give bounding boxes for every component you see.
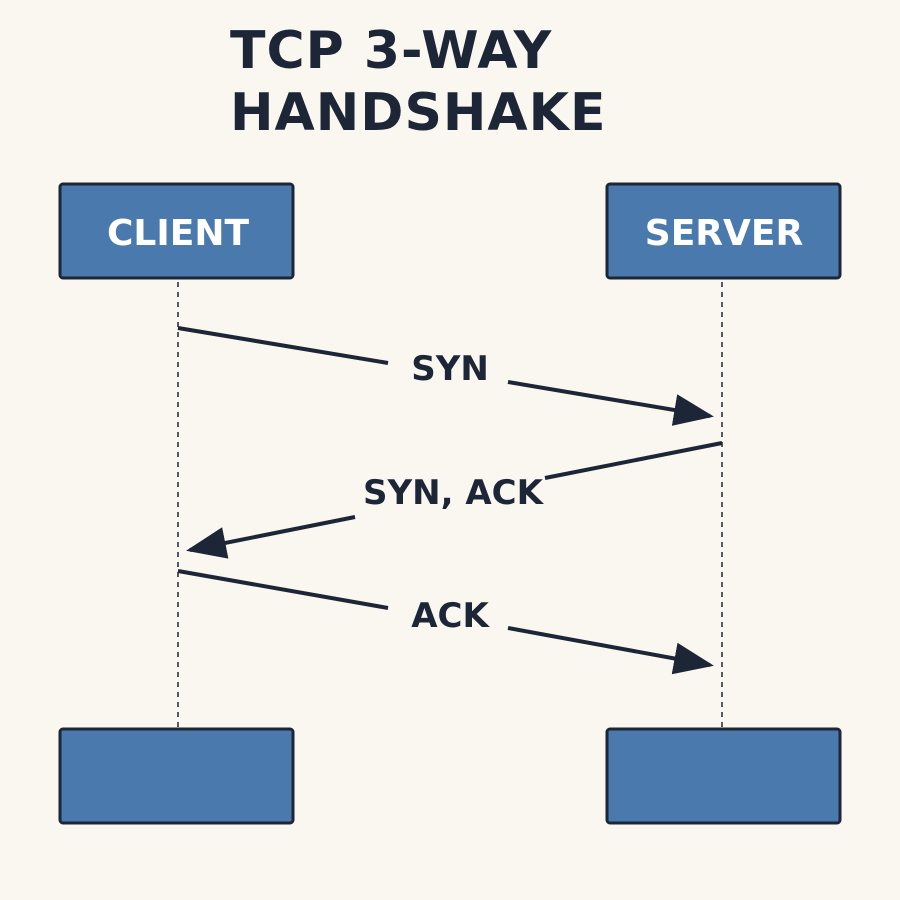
client-box-top: CLIENT xyxy=(58,182,295,280)
server-label: SERVER xyxy=(645,213,803,254)
diagram-title: TCP 3-WAY HANDSHAKE xyxy=(230,20,790,144)
syn-ack-arrow-segment-2 xyxy=(186,515,356,559)
message-syn: SYN xyxy=(177,326,714,426)
client-label: CLIENT xyxy=(107,213,249,254)
syn-label: SYN xyxy=(411,349,489,389)
ack-arrow-segment-1 xyxy=(177,569,389,610)
client-box-bottom xyxy=(58,727,295,825)
syn-ack-arrow-segment-1 xyxy=(544,441,723,480)
server-box-bottom xyxy=(605,727,842,825)
message-syn-ack: SYN, ACK xyxy=(186,441,723,559)
title-line-2: HANDSHAKE xyxy=(230,83,607,143)
title-line-1: TCP 3-WAY xyxy=(230,21,553,81)
ack-arrow-segment-2 xyxy=(507,626,714,675)
syn-arrow-segment-2 xyxy=(507,380,714,426)
server-box-top: SERVER xyxy=(605,182,842,280)
ack-label: ACK xyxy=(411,596,490,636)
syn-ack-label: SYN, ACK xyxy=(363,473,545,513)
syn-arrow-segment-1 xyxy=(177,326,389,365)
message-ack: ACK xyxy=(177,569,714,675)
